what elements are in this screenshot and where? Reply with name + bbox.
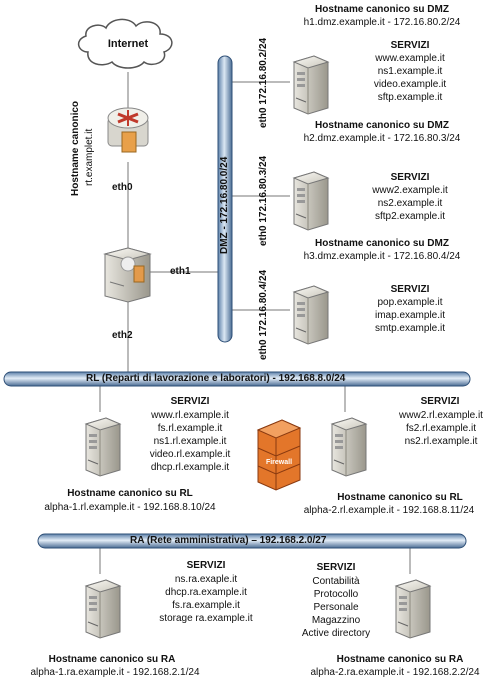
ra-host1-title: Hostname canonico su RA [48,654,176,665]
dmz-segment-label: DMZ - 172.16.80.0/24 [219,156,230,254]
dmz-host2-service-1: ns2.example.it [377,198,443,209]
ra-segment-label: RA (Rete amministrativa) – 192.168.2.0/2… [130,535,327,546]
dmz-host1-hostname: h1.dmz.example.it - 172.16.80.2/24 [303,17,461,28]
dmz-host2-eth: eth0 172.16.80.3/24 [258,155,269,246]
ra-host2-service-1: Protocollo [313,589,359,600]
dmz-host3-eth: eth0 172.16.80.4/24 [258,269,269,360]
port-eth1: eth1 [170,266,191,277]
ra-host2-title: Hostname canonico su RA [336,654,464,665]
rl-host2-title: Hostname canonico su RL [337,492,463,503]
ra-host2-hostname: alpha-2.ra.example.it - 192.168.2.2/24 [310,667,480,678]
ra-host1-service-3: storage ra.example.it [159,613,253,624]
ra-host2-service-2: Personale [313,602,359,613]
rl-host1-title: Hostname canonico su RL [67,488,193,499]
dmz-host3-services-title: SERVIZI [390,284,430,295]
router-icon [107,107,149,153]
dmz-host1-title: Hostname canonico su DMZ [315,4,449,15]
router-hostname: rt.examplet.it [84,128,95,186]
ra-host2-service-0: Contabilità [312,576,360,587]
ra-host1-service-2: fs.ra.example.it [172,600,240,611]
ra-host2-server-icon [392,576,432,645]
rl-host1-service-2: ns1.rl.example.it [153,436,227,447]
dmz-host3-service-0: pop.example.it [377,297,443,308]
dmz-host2-services-title: SERVIZI [390,172,430,183]
ra-host1-service-1: dhcp.ra.example.it [165,587,247,598]
rl-host1-service-1: fs.rl.example.it [157,423,223,434]
gateway-server-icon [103,247,152,303]
rl-host2-hostname: alpha-2.rl.example.it - 192.168.8.11/24 [303,505,475,516]
rl-host1-service-3: video.rl.example.it [149,449,231,460]
rl-host2-service-0: www2.rl.example.it [399,410,483,421]
rl-host2-services-title: SERVIZI [420,396,460,407]
rl-host1-hostname: alpha-1.rl.example.it - 192.168.8.10/24 [44,502,216,513]
rl-segment-label: RL (Reparti di lavorazione e laboratori)… [86,373,346,384]
dmz-host1-server-icon [290,52,330,121]
dmz-host1-service-0: www.example.it [375,53,445,64]
rl-host1-services-title: SERVIZI [170,396,210,407]
dmz-host1-service-3: sftp.example.it [377,92,443,103]
ra-host1-server-icon [82,576,122,645]
port-eth0: eth0 [112,182,133,193]
dmz-host2-service-0: www2.example.it [372,185,448,196]
dmz-host3-title: Hostname canonico su DMZ [315,238,449,249]
internet-label: Internet [107,38,149,50]
firewall-label: Firewall [265,459,293,466]
ra-host1-hostname: alpha-1.ra.example.it - 192.168.2.1/24 [30,667,200,678]
dmz-host1-eth: eth0 172.16.80.2/24 [258,37,269,128]
rl-host2-service-2: ns2.rl.example.it [404,436,478,447]
firewall-icon [256,419,302,491]
port-eth2: eth2 [112,330,133,341]
rl-host1-service-4: dhcp.rl.example.it [150,462,230,473]
dmz-host1-service-2: video.example.it [373,79,447,90]
rl-host2-server-icon [328,414,368,483]
ra-host1-services-title: SERVIZI [186,560,226,571]
router-title: Hostname canonico [70,100,81,196]
ra-host2-services-title: SERVIZI [316,562,356,573]
dmz-host2-service-2: sftp2.example.it [374,211,446,222]
dmz-host3-server-icon [290,282,330,351]
dmz-host3-service-1: imap.example.it [374,310,446,321]
rl-host2-service-1: fs2.rl.example.it [405,423,477,434]
dmz-host3-service-2: smtp.example.it [374,323,446,334]
dmz-host1-services-title: SERVIZI [390,40,430,51]
ra-host2-service-4: Active directory [301,628,371,639]
internet-cloud-icon [77,18,173,69]
dmz-host2-hostname: h2.dmz.example.it - 172.16.80.3/24 [303,133,461,144]
rl-host1-server-icon [82,414,122,483]
dmz-host1-service-1: ns1.example.it [377,66,443,77]
dmz-host2-title: Hostname canonico su DMZ [315,120,449,131]
rl-host1-service-0: www.rl.example.it [151,410,229,421]
dmz-host2-server-icon [290,168,330,237]
dmz-host3-hostname: h3.dmz.example.it - 172.16.80.4/24 [303,251,461,262]
ra-host1-service-0: ns.ra.exaple.it [174,574,238,585]
ra-host2-service-3: Magazzino [311,615,361,626]
